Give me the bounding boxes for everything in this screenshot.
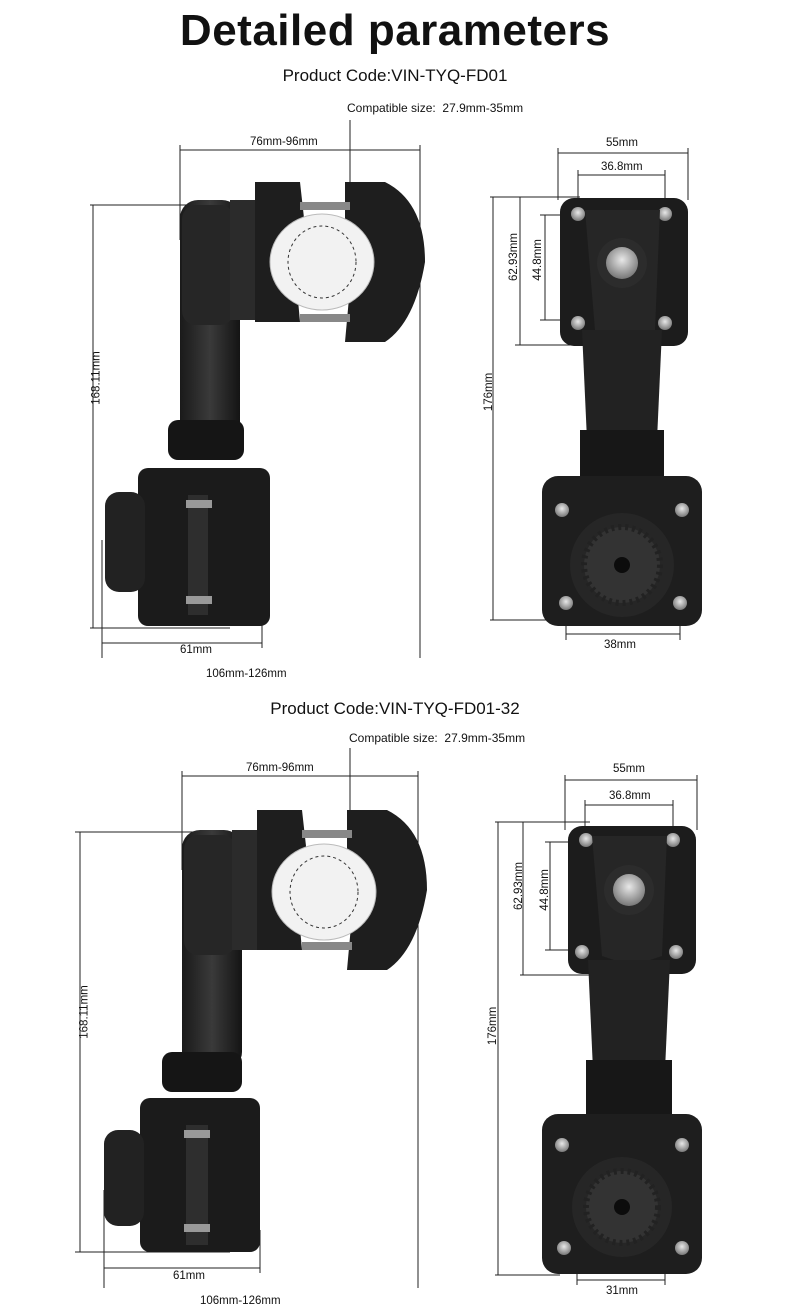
compatible-size-label: Compatible size: (349, 731, 438, 745)
dim-hole-spacing-v-1: 44.8mm (531, 239, 544, 281)
mount-front-view (542, 198, 702, 626)
compatible-size-value: 27.9mm-35mm (442, 101, 524, 115)
compatible-size-value: 27.9mm-35mm (444, 731, 526, 745)
dim-plate-width-2: 55mm (613, 763, 645, 775)
dim-hole-spacing-v-2: 44.8mm (538, 869, 551, 911)
dim-clamp-width-1: 76mm-96mm (250, 136, 318, 148)
dimension-lines-front (495, 775, 698, 1285)
product-code-2: Product Code:VIN-TYQ-FD01-32 (270, 699, 520, 718)
dim-clamp-width-2: 76mm-96mm (246, 762, 314, 774)
mount-side-view (104, 810, 427, 1252)
dim-total-width-1: 106mm-126mm (206, 668, 287, 680)
page-title: Detailed parameters (179, 6, 611, 55)
dim-plate-height-1: 62.93mm (507, 233, 520, 281)
dim-plate-width-1: 55mm (606, 137, 638, 149)
compatible-size-2: Compatible size: 27.9mm-35mm (349, 731, 525, 745)
dim-hole-spacing-h-1: 36.8mm (601, 161, 643, 173)
product-2-drawing (75, 748, 702, 1288)
compatible-size-1: Compatible size: 27.9mm-35mm (347, 101, 523, 115)
dim-height-side-2: 168.11mm (78, 985, 91, 1039)
product-code-1: Product Code:VIN-TYQ-FD01 (282, 66, 508, 85)
dim-base-width-1: 61mm (180, 644, 212, 656)
mount-side-view (105, 182, 425, 626)
dim-height-front-2: 176mm (487, 1006, 500, 1046)
product-1-drawing (90, 120, 702, 658)
dim-total-width-2: 106mm-126mm (200, 1295, 281, 1307)
dim-base-width-2: 61mm (173, 1270, 205, 1282)
dim-plate-height-2: 62.93mm (512, 862, 525, 910)
dim-height-side-1: 168.11mm (90, 351, 103, 405)
mount-front-view (542, 826, 702, 1274)
dim-hole-spacing-h-2: 36.8mm (609, 790, 651, 802)
compatible-size-label: Compatible size: (347, 101, 436, 115)
dim-bottom-width-1: 38mm (604, 639, 636, 651)
dim-height-front-1: 176mm (483, 372, 496, 412)
dim-bottom-width-2: 31mm (606, 1285, 638, 1297)
